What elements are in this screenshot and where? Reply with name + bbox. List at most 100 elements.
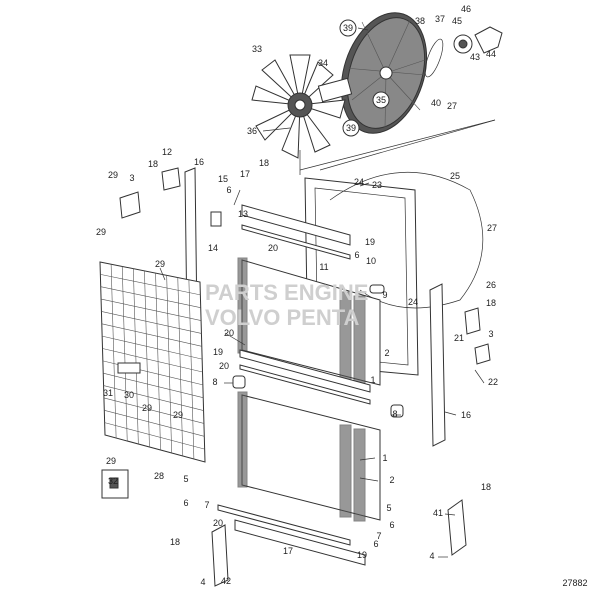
callout-label: 27 [447,101,457,111]
grille-bar [102,335,203,360]
callout-label: 8 [212,377,217,387]
callout-label: 40 [431,98,441,108]
callout-label: 19 [365,237,375,247]
callout-label: 12 [162,147,172,157]
callout-label: 24 [408,297,418,307]
part-number-labels: 39 38 37 45 46 43 44 33 34 35 39 40 27 3… [96,4,498,587]
brackets [119,167,491,587]
callout-label: 3 [129,173,134,183]
callout-label: 34 [318,58,328,68]
callout-label: 41 [433,508,443,518]
callout-label: 23 [372,180,382,190]
callout-label: 11 [319,262,328,272]
watermark: PARTS ENGINE VOLVO PENTA [205,280,368,330]
callout-label: 13 [238,209,248,219]
callout-label: 4 [200,577,205,587]
grille-bar [100,286,201,309]
callout-label: 1 [370,375,375,385]
callout-label: 38 [415,16,425,26]
callout-label: 6 [389,520,394,530]
callout-label: 43 [470,52,480,62]
callout-label: 20 [268,243,278,253]
callout-label: 19 [213,347,223,357]
callout-label: 18 [259,158,269,168]
callout-label: 19 [357,550,367,560]
callout-label: 6 [354,250,359,260]
callout-label: 8 [392,409,397,419]
callout-label: 6 [373,539,378,549]
callout-label: 3 [488,329,493,339]
callout-label: 18 [481,482,491,492]
callout-label: 33 [252,44,262,54]
callout-label: 18 [170,537,180,547]
callout-label: 31 [103,388,113,398]
callout-label: 6 [226,185,231,195]
callout-label: 29 [96,227,106,237]
callout-label: 26 [486,280,496,290]
callout-label: 2 [389,475,394,485]
callout-label: 25 [450,171,460,181]
callout-label: 27 [487,223,497,233]
callout-label: 21 [454,333,464,343]
callout-label: 6 [183,498,188,508]
callout-label: 9 [382,290,387,300]
callout-label: 29 [142,403,152,413]
callout-label: 36 [247,126,257,136]
diagram-id: 27882 [562,578,587,588]
callout-label: 29 [155,259,165,269]
grille-bar [100,274,201,296]
callout-label: 39 [343,23,353,33]
callout-label: 16 [461,410,471,420]
callout-label: 29 [173,410,183,420]
circled-callouts [101,19,390,499]
callout-label: 5 [386,503,391,513]
callout-label: 2 [384,348,389,358]
callout-label: 20 [213,518,223,528]
callout-label: 22 [488,377,498,387]
callout-label: 42 [221,576,231,586]
belt-drive [424,26,503,78]
callout-label: 10 [366,256,376,266]
callout-label: 37 [435,14,445,24]
callout-label: 30 [124,390,134,400]
grille-bar [103,397,205,424]
protective-grille [99,261,206,499]
callout-label: 29 [108,170,118,180]
fan [251,54,353,159]
callout-label: 17 [283,546,293,556]
callout-label: 5 [183,474,188,484]
callout-label: 24 [354,177,364,187]
callout-label: 1 [382,453,387,463]
grille-bar [103,385,204,411]
callout-label: 28 [154,471,164,481]
grille-bar [101,323,202,347]
callout-label: 15 [218,174,228,184]
lower-radiator [217,349,381,566]
callout-label: 44 [486,49,496,59]
grille-bar [102,348,203,373]
callout-label: 20 [224,328,234,338]
upper-radiator [237,204,381,387]
callout-label: 39 [346,123,356,133]
callout-label: 4 [429,551,434,561]
callout-label: 20 [219,361,229,371]
grille-bar [104,422,205,450]
svg-text:PARTS ENGINE: PARTS ENGINE [205,280,368,305]
callout-label: 16 [194,157,204,167]
callout-label: 45 [452,16,462,26]
callout-label: 18 [486,298,496,308]
callout-label: 46 [461,4,471,14]
callout-label: 29 [106,456,116,466]
grille-bar [101,311,202,334]
leader-lines [159,27,496,558]
grille-bar [103,372,204,399]
callout-label: 7 [376,531,381,541]
grille-bar [104,409,205,437]
callout-label: 17 [240,169,250,179]
svg-text:VOLVO PENTA: VOLVO PENTA [205,305,360,330]
fan-guard [340,12,428,134]
callout-label: 7 [204,500,209,510]
grille-bar [101,298,202,321]
